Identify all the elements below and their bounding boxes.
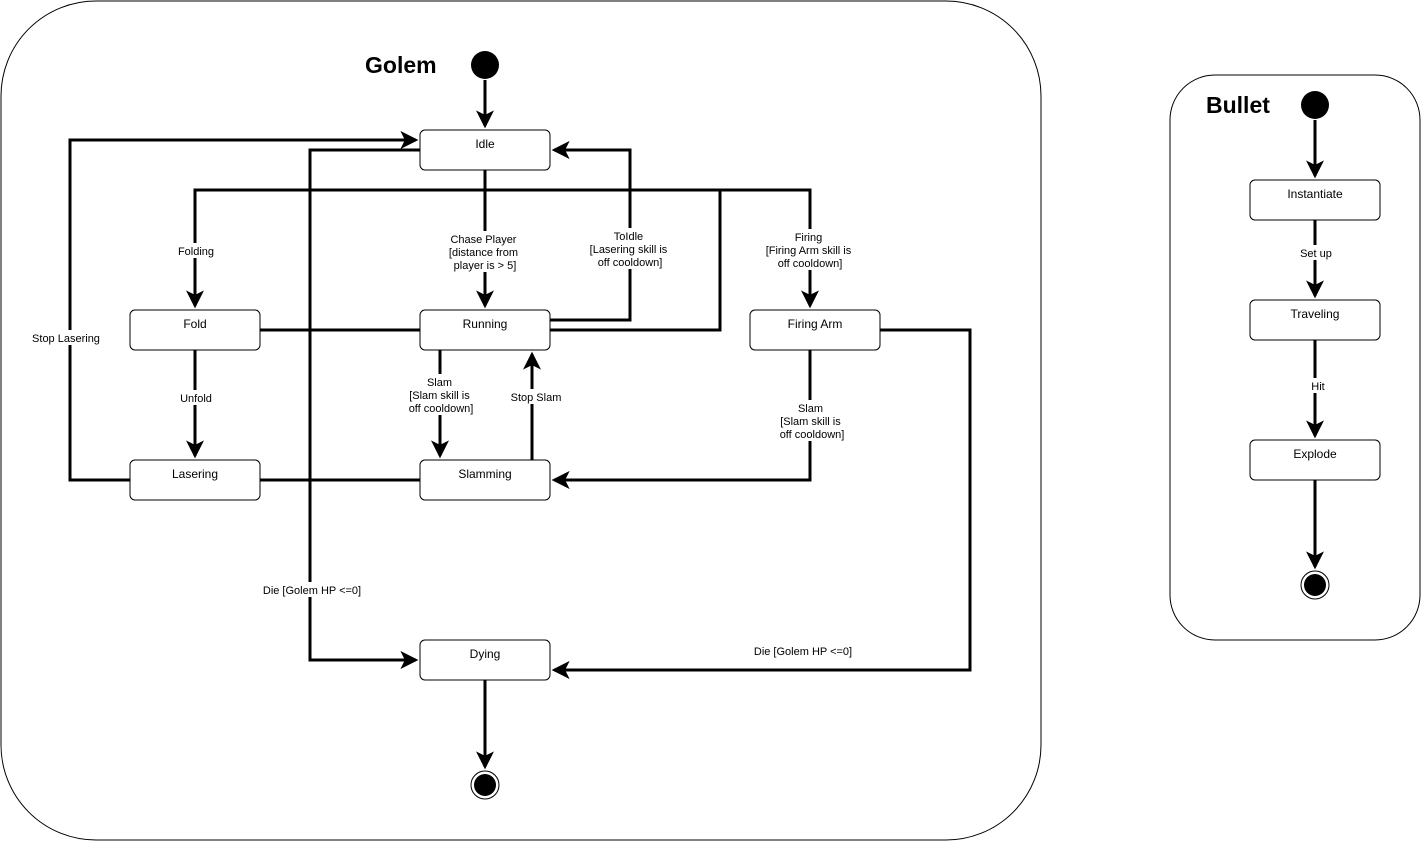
bullet-transition-labels: Set up Hit (1297, 245, 1333, 393)
state-instantiate[interactable]: Instantiate (1249, 179, 1381, 221)
label-unfold: Unfold (178, 390, 214, 405)
label-stop-lasering-text: Stop Lasering (32, 333, 100, 345)
label-hit: Hit (1306, 378, 1330, 393)
state-running-label: Running (463, 317, 508, 331)
bullet-final-node (1300, 570, 1330, 600)
state-slamming-label: Slamming (458, 467, 511, 481)
edge-firing-arm-to-dying (551, 328, 972, 679)
bullet-states: Instantiate Traveling Explode (1249, 179, 1381, 481)
edge-firing-arm-to-slamming (551, 350, 812, 489)
label-to-idle: ToIdle [Lasering skill is off cooldown] (587, 228, 673, 269)
state-dying[interactable]: Dying (419, 639, 551, 681)
bullet-initial-node (1301, 91, 1329, 119)
state-running[interactable]: Running (419, 309, 551, 351)
bullet-title: Bullet (1206, 92, 1270, 118)
golem-states: Idle Fold Running Firing Arm Lasering Sl… (129, 129, 881, 681)
label-folding-text: Folding (178, 246, 214, 258)
label-stop-slam: Stop Slam (508, 389, 564, 404)
state-explode[interactable]: Explode (1249, 439, 1381, 481)
edge-lasering-to-idle (68, 131, 419, 482)
state-explode-label: Explode (1293, 447, 1337, 461)
state-fold[interactable]: Fold (129, 309, 261, 351)
golem-state-machine: Golem Folding (0, 0, 1042, 841)
bullet-state-machine: Bullet Set up Hit (1169, 74, 1421, 641)
label-die-right-text: Die [Golem HP <=0] (754, 646, 852, 658)
label-slam-from-firing: Slam [Slam skill is off cooldown] (776, 400, 848, 441)
label-firing: Firing [Firing Arm skill is off cooldown… (764, 229, 856, 270)
golem-transitions (68, 80, 972, 770)
label-chase-player: Chase Player [distance from player is > … (446, 231, 524, 272)
label-die-left: Die [Golem HP <=0] (260, 582, 364, 597)
state-idle-label: Idle (475, 137, 495, 151)
label-slam-from-running: Slam [Slam skill is off cooldown] (404, 374, 478, 415)
state-slamming[interactable]: Slamming (419, 459, 551, 501)
state-traveling-label: Traveling (1291, 307, 1340, 321)
label-unfold-text: Unfold (180, 393, 212, 405)
label-slam-from-running-text: Slam [Slam skill is off cooldown] (409, 377, 474, 415)
label-firing-text: Firing [Firing Arm skill is off cooldown… (766, 232, 855, 270)
golem-container (0, 0, 1042, 841)
state-firing-arm-label: Firing Arm (788, 317, 843, 331)
label-die-right: Die [Golem HP <=0] (754, 646, 852, 658)
state-firing-arm[interactable]: Firing Arm (749, 309, 881, 351)
label-die-left-text: Die [Golem HP <=0] (263, 585, 361, 597)
golem-initial-node (471, 51, 499, 79)
state-instantiate-label: Instantiate (1287, 187, 1343, 201)
label-set-up: Set up (1297, 245, 1333, 260)
state-dying-label: Dying (470, 647, 501, 661)
label-hit-text: Hit (1311, 381, 1324, 393)
golem-final-node (470, 770, 500, 800)
label-slam-from-firing-text: Slam [Slam skill is off cooldown] (780, 403, 845, 441)
state-fold-label: Fold (183, 317, 206, 331)
state-traveling[interactable]: Traveling (1249, 299, 1381, 341)
label-set-up-text: Set up (1300, 248, 1332, 260)
bullet-container (1169, 74, 1421, 641)
label-stop-lasering: Stop Lasering (30, 330, 102, 345)
state-idle[interactable]: Idle (419, 129, 551, 171)
edge-idle-to-dying (308, 148, 420, 669)
label-chase-player-text: Chase Player [distance from player is > … (449, 234, 521, 272)
state-lasering[interactable]: Lasering (129, 459, 261, 501)
golem-title: Golem (365, 52, 437, 78)
state-lasering-label: Lasering (172, 467, 218, 481)
label-to-idle-text: ToIdle [Lasering skill is off cooldown] (590, 231, 671, 269)
label-stop-slam-text: Stop Slam (511, 392, 562, 404)
golem-transition-labels: Folding Unfold Stop Lasering Chase Playe… (30, 228, 856, 658)
label-folding: Folding (176, 243, 216, 258)
